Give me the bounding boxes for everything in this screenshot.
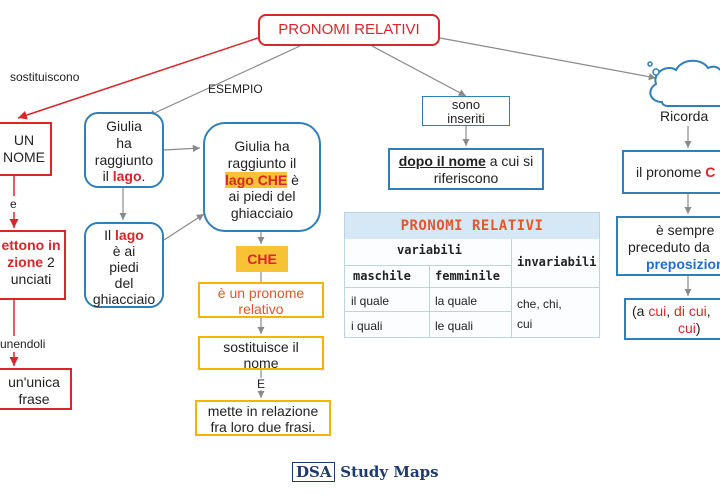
box-giulia-che: Giulia ha raggiunto il lago CHE è ai pie… — [203, 122, 321, 232]
box-cui-examples: (a cui, di cui, cui) — [624, 298, 720, 340]
cui-1: cui — [648, 303, 667, 319]
lago-line1a: Il — [104, 227, 112, 243]
main-title: PRONOMI RELATIVI — [258, 14, 440, 46]
lago-line1b: lago — [115, 227, 144, 243]
box-pronome-relativo: è un pronome relativo — [198, 282, 324, 318]
box-sostituisce-nome: sostituisce il nome — [198, 336, 324, 372]
footer-dsa: DSA — [292, 462, 336, 482]
big-line5: ghiacciaio — [230, 205, 294, 222]
lago-line4: del — [114, 275, 134, 292]
ricorda-pronome-a: il pronome — [636, 164, 702, 180]
giulia-line4b: lago — [112, 168, 142, 185]
line-title-to-nome — [17, 37, 259, 120]
table-cell-m2: i quali — [351, 319, 383, 333]
pronome-line1: è un pronome — [217, 285, 305, 301]
cui-3: cui — [678, 319, 696, 336]
label-ricorda: Ricorda — [660, 108, 709, 124]
box-lago-ghiacciaio: Il lago è ai piedi del ghiacciaio — [84, 222, 164, 308]
cui-sep1: , — [666, 303, 675, 319]
lago-line2: è ai — [112, 243, 136, 260]
giulia-line3: raggiunto — [94, 151, 154, 168]
unica-line2: frase — [18, 390, 50, 407]
box-mettono-in-relazione: ettono in zione 2 unciati — [0, 230, 66, 300]
cui-sep2: , — [706, 303, 711, 319]
un-nome-line1: UN — [13, 132, 35, 148]
giulia-line1: Giulia — [106, 118, 142, 134]
table-cell-inv1: che, chi, — [517, 297, 562, 311]
big-line3a: lago CHE — [225, 171, 288, 188]
table-hdr-maschile: maschile — [353, 269, 411, 283]
inseriti-line1: sono — [451, 97, 481, 112]
mettono-line2b: 2 — [46, 253, 55, 270]
big-line1: Giulia ha — [234, 138, 290, 154]
unica-line1: un'unica — [8, 374, 60, 390]
pronomi-table: PRONOMI RELATIVI variabili invariabili m… — [344, 212, 600, 338]
line-title-to-esempio — [147, 45, 301, 117]
box-mette-relazione: mette in relazione fra loro due frasi. — [195, 400, 331, 436]
ricorda-pronome-b: C — [705, 164, 716, 180]
table-cell-m1: il quale — [351, 294, 390, 308]
table-cell-inv2: cui — [517, 317, 533, 331]
cui-open: (a — [632, 303, 645, 319]
box-un-nome: UN NOME — [0, 122, 52, 176]
main-title-text: PRONOMI RELATIVI — [278, 21, 420, 38]
line-title-to-ricorda — [439, 37, 657, 81]
big-line4: ai piedi del — [228, 188, 296, 205]
label-unendoli: unendoli — [0, 337, 46, 351]
table-hdr-invariabili: invariabili — [517, 255, 597, 269]
che-label: CHE — [247, 251, 277, 267]
table-cell-f1: la quale — [435, 294, 478, 308]
line-giulia-big — [163, 144, 201, 152]
cui-close: ) — [695, 319, 701, 336]
dopo-bold: dopo il nome — [398, 153, 486, 169]
box-che: CHE — [236, 246, 288, 272]
inseriti-line2: inseriti — [447, 111, 485, 127]
table-cell-f2: le quali — [435, 319, 474, 333]
dopo-line2: riferiscono — [433, 169, 499, 186]
footer-study-maps: Study Maps — [340, 463, 439, 481]
table-title: PRONOMI RELATIVI — [345, 213, 599, 239]
mettono-line1: ettono in — [1, 237, 61, 253]
box-il-pronome: il pronome C — [622, 150, 720, 194]
sempre-line1: è sempre — [656, 222, 715, 238]
line-title-to-inseriti — [371, 45, 467, 97]
table-hdr-femminile: femminile — [435, 269, 501, 283]
label-esempio: ESEMPIO — [208, 82, 263, 96]
sost-line2: nome — [243, 355, 279, 372]
big-line2: raggiunto il — [227, 154, 297, 171]
box-dopo-il-nome: dopo il nome a cui si riferiscono — [388, 148, 544, 190]
box-giulia-lago: Giulia ha raggiunto il lago. — [84, 112, 164, 188]
lago-line5: ghiacciaio — [92, 291, 156, 308]
line-lago-big — [163, 213, 205, 241]
box-unica-frase: un'unica frase — [0, 368, 72, 410]
sempre-line2: preceduto da — [628, 238, 710, 255]
giulia-line4c: . — [141, 168, 146, 185]
table-hdr-variabili: variabili — [397, 243, 463, 257]
mette-line1: mette in relazione — [207, 403, 319, 419]
un-nome-line2: NOME — [3, 148, 45, 165]
big-line3b: è — [291, 171, 299, 188]
label-sostituiscono: sostituiscono — [10, 70, 80, 84]
cloud-icon — [647, 59, 720, 107]
sempre-line3: preposizion — [646, 255, 720, 272]
dopo-rest: a cui si — [489, 153, 534, 169]
giulia-line2: ha — [116, 134, 132, 151]
mette-line2: fra loro due frasi. — [210, 419, 316, 436]
box-sempre-preceduto: è sempre preceduto da preposizion — [616, 216, 720, 276]
cui-2: di cui — [674, 303, 707, 319]
mettono-line2a: zione — [7, 253, 44, 270]
label-e-mid: E — [257, 377, 266, 391]
mettono-line3: unciati — [10, 270, 52, 287]
giulia-line4a: il — [102, 168, 109, 185]
label-e-left: e — [10, 197, 17, 211]
pronome-line2: relativo — [238, 301, 284, 318]
box-sono-inseriti: sono inseriti — [422, 96, 510, 126]
footer-logo: DSA Study Maps — [292, 461, 439, 483]
lago-line3: piedi — [109, 259, 139, 276]
sost-line1: sostituisce il — [223, 339, 299, 355]
